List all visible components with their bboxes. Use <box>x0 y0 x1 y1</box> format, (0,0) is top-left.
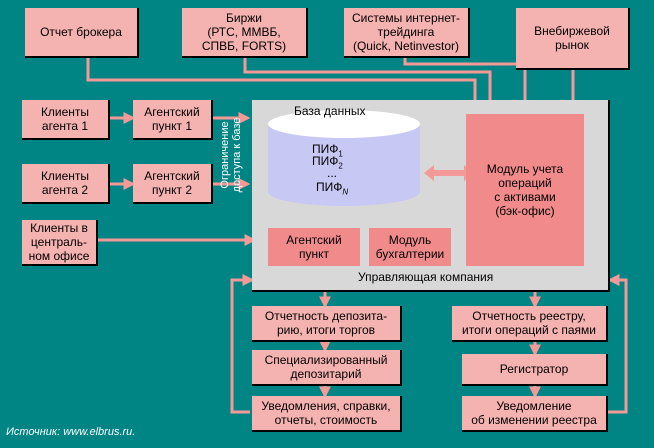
arrow-notice-loop <box>605 274 628 414</box>
agent-point1-label: Агентский пункт 1 <box>144 105 200 133</box>
clients-agent1-label: Клиенты агента 1 <box>40 105 90 133</box>
agent-point-box: Агентский пункт <box>268 228 360 266</box>
broker-report-label: Отчет брокера <box>40 25 122 39</box>
clients-agent1-box: Клиенты агента 1 <box>22 100 110 140</box>
clients-central-label: Клиенты в централь- ном офисе <box>28 221 90 263</box>
arrow-exchanges-to-module <box>243 58 496 115</box>
database-dots: ... <box>327 166 338 180</box>
clients-agent2-box: Клиенты агента 2 <box>22 164 110 204</box>
notifications-box: Уведомления, справки, отчеты, стоимость <box>252 396 402 432</box>
fund1-base: ПИФ <box>312 142 339 156</box>
registry-report-label: Отчетность реестру, итоги операций с пая… <box>462 309 596 337</box>
accounting-module-label: Модуль бухгалтерии <box>375 233 445 261</box>
broker-report-box: Отчет брокера <box>25 8 139 58</box>
database-cylinder <box>268 110 420 206</box>
trading-systems-label: Системы интернет- трейдинга (Quick, Neti… <box>351 11 461 53</box>
management-company-label: Управляющая компания <box>358 270 494 284</box>
agent-point-label: Агентский пункт <box>286 233 342 261</box>
arrow-broker-to-module <box>86 58 481 115</box>
agent-point2-label: Агентский пункт 2 <box>144 169 200 197</box>
registry-report-box: Отчетность реестру, итоги операций с пая… <box>452 306 608 342</box>
accounting-module-box: Модуль бухгалтерии <box>369 228 451 266</box>
access-restriction-label: Ограничение доступа к базе <box>219 117 243 193</box>
exchanges-box: Биржи (РТС, ММВБ, СПВБ, FORTS) <box>182 8 308 58</box>
fundn-base: ПИФ <box>316 180 343 194</box>
database-fund2: ПИФ2 <box>312 154 343 173</box>
registrar-box: Регистратор <box>462 354 608 386</box>
database-fund1: ПИФ1 <box>312 142 343 161</box>
fundn-sub: N <box>342 187 349 197</box>
fund2-base: ПИФ <box>312 154 339 168</box>
depository-report-box: Отчетность депозита- рию, итоги торгов <box>252 306 402 342</box>
registrar-label: Регистратор <box>499 362 569 376</box>
clients-agent2-label: Клиенты агента 2 <box>40 169 90 197</box>
asset-module-box: Модуль учета операций с активами (бэк-оф… <box>466 114 584 266</box>
agent-point1-box: Агентский пункт 1 <box>133 100 213 140</box>
asset-module-label: Модуль учета операций с активами (бэк-оф… <box>486 162 564 218</box>
arrow-notifications-loop <box>230 274 255 414</box>
database-title: База данных <box>294 104 366 118</box>
fund1-sub: 1 <box>338 149 343 159</box>
source-note: Источник: www.elbrus.ru. <box>6 426 136 438</box>
notifications-label: Уведомления, справки, отчеты, стоимость <box>261 399 391 427</box>
otc-market-box: Внебиржевой рынок <box>516 8 630 70</box>
exchanges-label: Биржи (РТС, ММВБ, СПВБ, FORTS) <box>201 11 287 53</box>
clients-central-box: Клиенты в централь- ном офисе <box>22 220 98 266</box>
fund2-sub: 2 <box>338 161 343 171</box>
depository-box: Специализированный депозитарий <box>252 350 402 386</box>
arrow-trading-to-module <box>403 58 531 115</box>
depository-report-label: Отчетность депозита- рию, итоги торгов <box>264 309 388 337</box>
agent-point2-box: Агентский пункт 2 <box>133 164 213 204</box>
trading-systems-box: Системы интернет- трейдинга (Quick, Neti… <box>344 8 470 58</box>
registry-notice-box: Уведомление об изменении реестра <box>462 396 608 432</box>
db-module-double-arrow <box>424 165 474 181</box>
registry-notice-label: Уведомление об изменении реестра <box>471 399 597 427</box>
database-fundn: ПИФN <box>316 180 348 199</box>
depository-label: Специализированный депозитарий <box>264 353 388 381</box>
otc-market-label: Внебиржевой рынок <box>534 24 610 52</box>
